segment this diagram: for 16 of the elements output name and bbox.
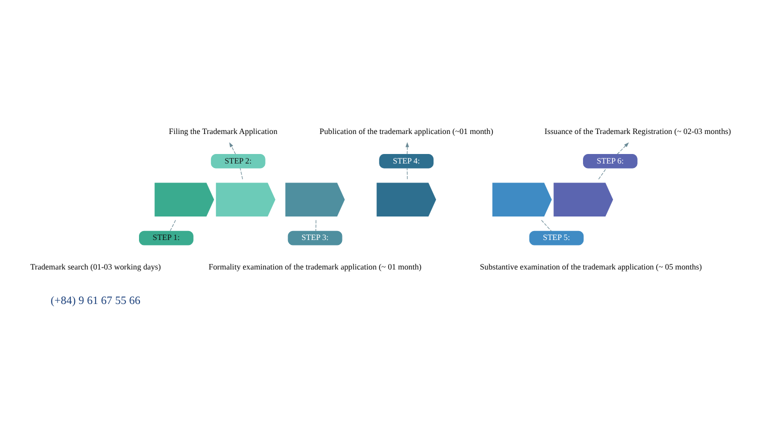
label: (+84) 9 61 67 55 66 (50, 294, 140, 306)
arrow (229, 142, 236, 154)
connector (170, 219, 176, 231)
node-chevron (376, 182, 436, 216)
node-chevron (154, 182, 214, 216)
connector (598, 167, 607, 179)
node-chevron (285, 182, 345, 216)
connector (315, 219, 316, 231)
connector (541, 219, 552, 231)
connector (240, 167, 243, 179)
node-chevron (216, 182, 276, 216)
arrow (617, 142, 629, 154)
node-chevron (554, 182, 614, 216)
node-chevron (492, 182, 552, 216)
connector (406, 167, 408, 179)
arrow (406, 142, 410, 154)
